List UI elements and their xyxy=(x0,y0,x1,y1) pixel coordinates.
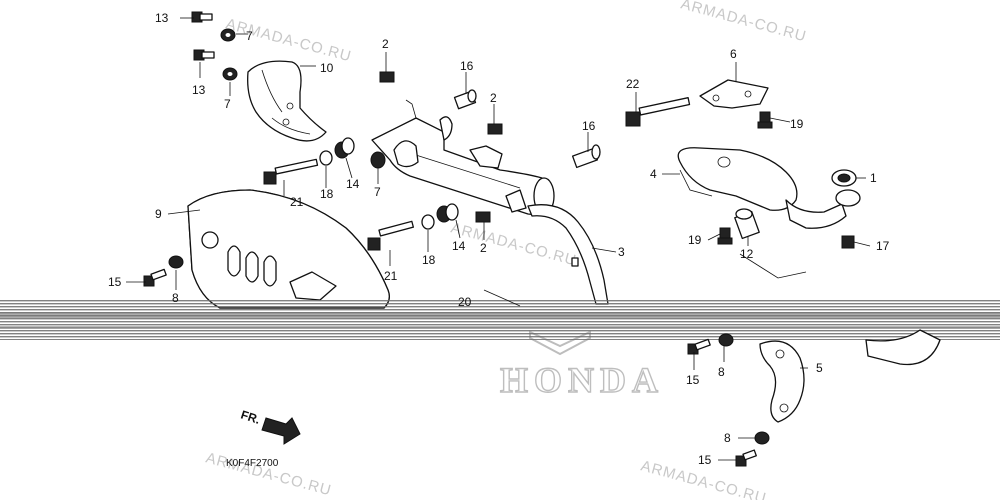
heat-guard-upper xyxy=(247,60,327,142)
callout-3: 3 xyxy=(618,245,625,259)
bolt-19-lower xyxy=(717,227,733,245)
callout-7: 7 xyxy=(374,185,381,199)
callout-21: 21 xyxy=(290,195,304,209)
callout-16: 13 xyxy=(192,83,206,97)
callout-17: 17 xyxy=(876,239,890,253)
bolt-15-bottom xyxy=(735,449,757,467)
washer-8-mid xyxy=(718,333,734,347)
callout-7: 7 xyxy=(224,97,231,111)
washer-18-upper xyxy=(319,150,333,166)
callout-14: 16 xyxy=(460,59,474,73)
grommet-2-a xyxy=(379,71,395,83)
rubber-13-upper xyxy=(334,137,355,159)
bolt-15-left xyxy=(143,268,167,287)
washer-8-left xyxy=(168,255,184,269)
bracket-6 xyxy=(699,79,769,109)
bracket-outline-4 xyxy=(739,253,807,279)
leader-lines xyxy=(126,17,871,461)
callout-1: 1 xyxy=(870,171,877,185)
grommet-2-b xyxy=(487,123,503,135)
callout-15: 15 xyxy=(686,373,700,387)
callout-18: 18 xyxy=(320,187,334,201)
callout-9: 9 xyxy=(155,207,162,221)
bolt-21-lower xyxy=(367,220,415,251)
scan-artifact-band xyxy=(0,300,1000,340)
bolt-16-lower xyxy=(193,49,215,61)
washer-8-bottom xyxy=(754,431,770,445)
grommet-7-mid xyxy=(370,151,386,169)
grommet-2-c xyxy=(475,211,491,223)
bolt-17 xyxy=(841,235,855,249)
callout-18: 18 xyxy=(422,253,436,267)
callout-15: 15 xyxy=(698,453,712,467)
callout-20: 20 xyxy=(458,295,472,309)
callout-10: 10 xyxy=(320,61,334,75)
gasket-1 xyxy=(831,169,857,187)
collar-7-lower xyxy=(222,67,238,81)
callout-22: 22 xyxy=(626,77,640,91)
callout-2: 2 xyxy=(382,37,389,51)
callout-7: 7 xyxy=(246,29,253,43)
watermark-top-right: ARMADA-CO.RU xyxy=(679,0,809,45)
callout-2: 2 xyxy=(480,241,487,255)
bolt-19-upper xyxy=(757,111,773,129)
callout-5: 5 xyxy=(816,361,823,375)
bolt-22 xyxy=(625,97,691,127)
callout-8: 8 xyxy=(724,431,731,445)
collar-7-top xyxy=(220,28,236,42)
washer-18-lower xyxy=(421,214,435,230)
callout-13: 14 xyxy=(346,177,360,191)
callout-2: 2 xyxy=(490,91,497,105)
collar-12 xyxy=(734,208,760,240)
drawing-code: K0F4F2700 xyxy=(226,458,279,469)
watermark-top-center: ARMADA-CO.RU xyxy=(224,15,354,65)
callout-19: 19 xyxy=(790,117,804,131)
collar-14-b xyxy=(571,144,601,169)
bracket-5 xyxy=(759,340,805,423)
honda-wordmark: HONDA xyxy=(500,360,664,400)
bolt-16-top xyxy=(191,11,213,23)
callout-21: 21 xyxy=(384,269,398,283)
collar-14-a xyxy=(453,89,477,110)
leader-20-line xyxy=(483,289,521,307)
callout-13: 14 xyxy=(452,239,466,253)
watermark-mid: ARMADA-CO.RU xyxy=(449,219,579,269)
rubber-13-lower xyxy=(436,203,459,223)
callout-16: 13 xyxy=(155,11,169,25)
bolt-15-mid xyxy=(687,338,711,355)
callout-12: 12 xyxy=(740,247,754,261)
callout-labels: 13 7 13 7 10 2 16 2 16 21 18 14 7 9 15 8… xyxy=(108,11,890,467)
front-direction-arrow: FR. xyxy=(239,408,301,445)
callout-15: 15 xyxy=(108,275,122,289)
watermark-bottom-left: ARMADA-CO.RU xyxy=(204,449,334,499)
muffler-assembly-4 xyxy=(677,147,847,229)
callout-19: 19 xyxy=(688,233,702,247)
honda-logo: HONDA xyxy=(499,330,664,401)
callout-6: 6 xyxy=(730,47,737,61)
muffler-heat-shield xyxy=(187,189,390,309)
front-direction-label: FR. xyxy=(239,408,262,427)
pipe-fragment-right xyxy=(865,329,941,366)
bolt-21-upper xyxy=(263,158,319,185)
callout-8: 8 xyxy=(718,365,725,379)
callout-14: 16 xyxy=(582,119,596,133)
callout-4: 4 xyxy=(650,167,657,181)
muffler-body xyxy=(371,99,555,215)
callout-8: 8 xyxy=(172,291,179,305)
flange-ring xyxy=(835,189,861,207)
